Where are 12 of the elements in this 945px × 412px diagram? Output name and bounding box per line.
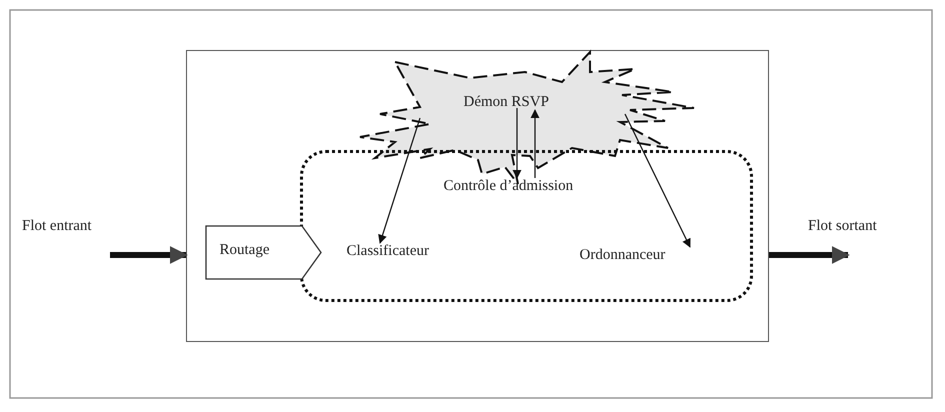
- node-label: Ordonnanceur: [580, 246, 666, 264]
- node-label: Classificateur: [346, 242, 429, 260]
- node-label: Contrôle d’admission: [444, 178, 574, 194]
- node-label: Routage: [220, 242, 270, 258]
- arrow: [624, 114, 691, 248]
- thick-arrow: [769, 246, 850, 264]
- arrow: [512, 108, 522, 179]
- arrow: [530, 109, 540, 178]
- arrow: [378, 118, 421, 244]
- node-label: Démon RSVP: [464, 94, 549, 110]
- system-box: [186, 50, 769, 342]
- thick-arrow: [110, 246, 188, 264]
